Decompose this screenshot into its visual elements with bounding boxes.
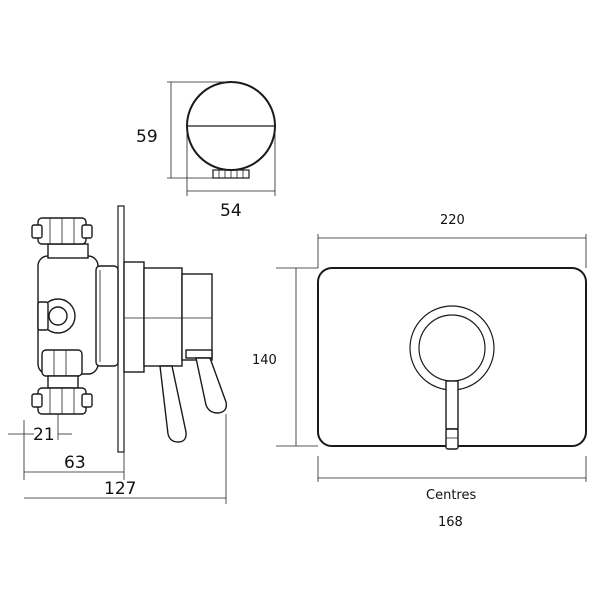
side-port-inner — [48, 306, 68, 326]
side-wall-plate — [117, 205, 125, 453]
wall-outlet-height-label: 59 — [136, 127, 158, 147]
valve-neck — [95, 265, 119, 367]
bottom-fitting-upper — [41, 349, 83, 377]
valve-front-view: 220 140 Centres 168 — [252, 213, 587, 530]
control-knob-inner — [418, 314, 486, 382]
lever-left — [159, 365, 187, 443]
top-inlet-nut — [47, 243, 89, 259]
wall-outlet-view: 59 54 — [136, 81, 276, 221]
plate-height-label: 140 — [252, 353, 277, 368]
plate-width-label: 220 — [440, 213, 465, 228]
lever-hub — [185, 349, 213, 359]
overall-depth-label: 127 — [104, 479, 136, 499]
shroud-front — [123, 261, 145, 373]
cartridge-cap — [181, 273, 213, 361]
inlet-offset-label: 21 — [33, 425, 55, 445]
body-depth-label: 63 — [64, 453, 86, 473]
centres-value: 168 — [438, 515, 463, 530]
front-lever-tip — [445, 428, 459, 450]
shroud-cylinder — [143, 267, 183, 367]
wall-outlet-width-label: 54 — [220, 201, 242, 221]
lever-right — [195, 357, 228, 414]
centres-label: Centres — [426, 488, 476, 503]
control-knob-outer — [409, 305, 495, 391]
valve-side-view: 21 63 127 — [8, 205, 228, 504]
front-lever-stem — [445, 380, 459, 430]
